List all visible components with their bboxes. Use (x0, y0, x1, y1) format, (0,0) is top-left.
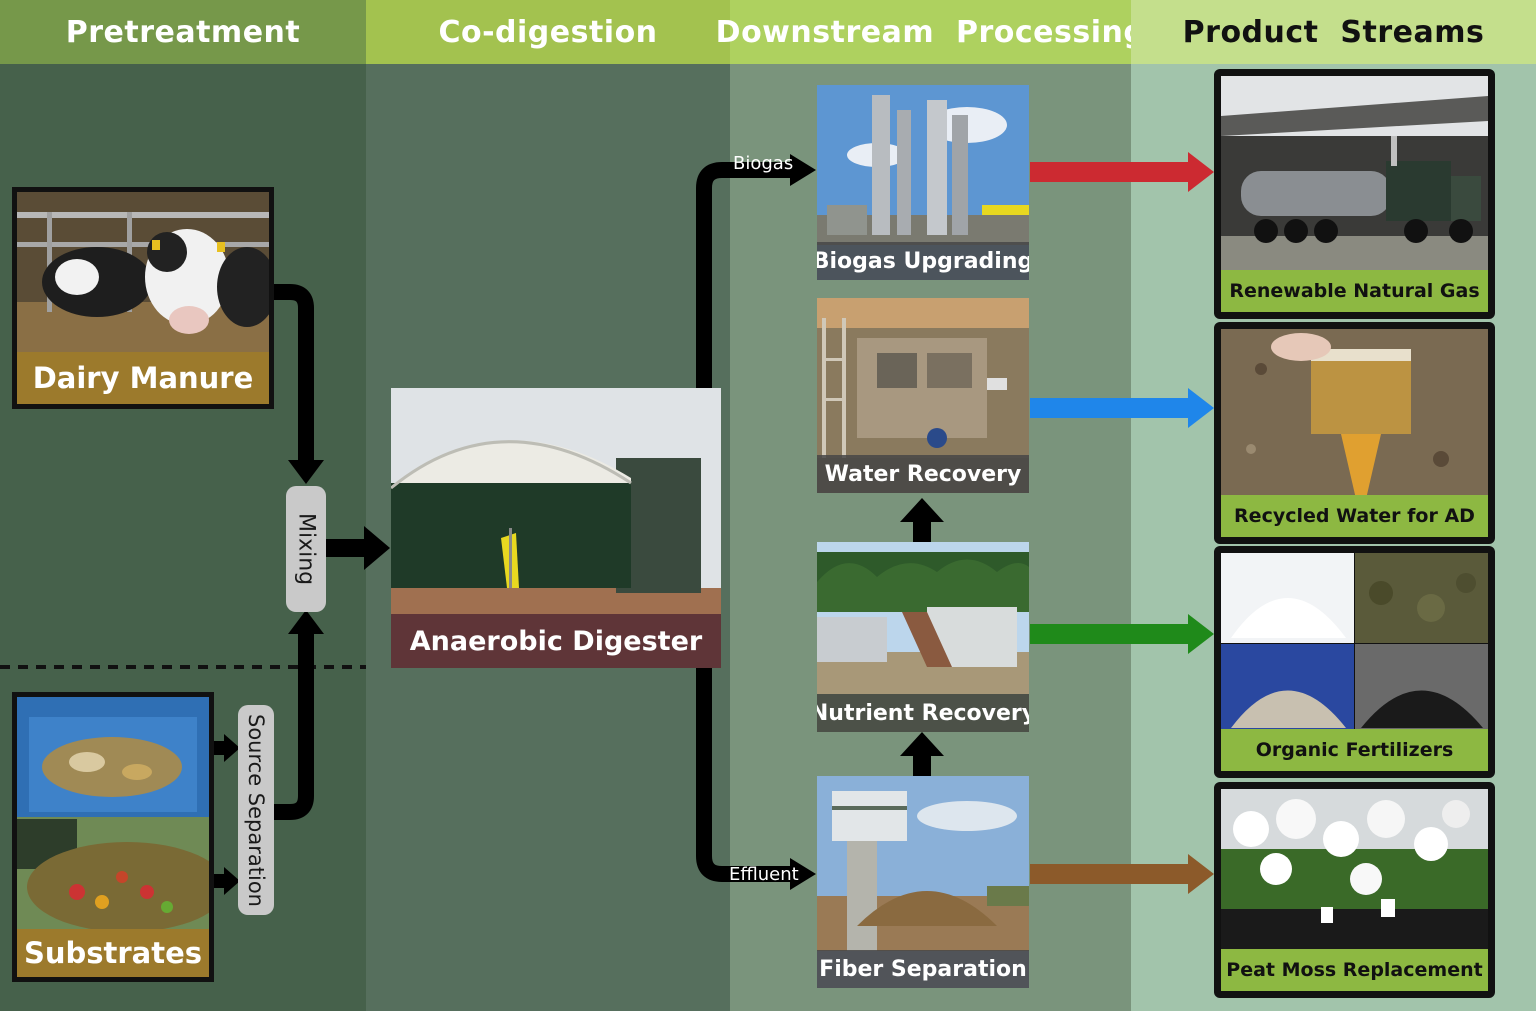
fertilizer-illustration (1221, 553, 1488, 733)
biogas-upgrading-card: Biogas Upgrading (817, 85, 1029, 280)
fertilizer-caption: Organic Fertilizers (1221, 729, 1488, 771)
source-separation-box: Source Separation (238, 705, 274, 915)
dairy-manure-card: Dairy Manure (12, 187, 274, 409)
dairy-manure-caption: Dairy Manure (17, 352, 269, 404)
fiber-separation-card: Fiber Separation (817, 776, 1029, 988)
digester-caption: Anaerobic Digester (391, 614, 721, 668)
peat-arrow-shaft (1030, 864, 1190, 884)
nutrient-recovery-card: Nutrient Recovery (817, 542, 1029, 732)
petunia-illustration (1221, 789, 1488, 951)
nutrient-recovery-illustration (817, 542, 1029, 694)
anaerobic-digester-card: Anaerobic Digester (391, 388, 721, 668)
biogas-upgrading-caption: Biogas Upgrading (817, 242, 1029, 280)
peat-product-inner: Peat Moss Replacement (1221, 789, 1488, 991)
fiber-separation-caption: Fiber Separation (817, 950, 1029, 988)
gas-truck-illustration (1221, 76, 1488, 276)
dairy-manure-label: Dairy Manure (32, 361, 254, 395)
water-product-inner: Recycled Water for AD (1221, 329, 1488, 537)
downstream-header: Downstream Processing (716, 0, 1145, 64)
water-recovery-label: Water Recovery (824, 461, 1022, 487)
water-product-caption: Recycled Water for AD (1221, 495, 1488, 537)
water-arrow-head (1188, 388, 1214, 428)
source-separation-label: Source Separation (244, 713, 268, 907)
downstream-title: Downstream Processing (715, 14, 1146, 50)
rng-label: Renewable Natural Gas (1229, 280, 1480, 302)
rng-arrow-head (1188, 152, 1214, 192)
upgrading-plant-illustration (817, 85, 1029, 245)
substrates-label: Substrates (23, 936, 203, 970)
nutrient-to-water-head (900, 498, 944, 522)
mixing-arrow-head (364, 526, 390, 570)
substrate-arrow-bottom-shaft (212, 874, 226, 888)
food-waste-illustration (17, 697, 209, 932)
water-product-card: Recycled Water for AD (1214, 322, 1495, 544)
effluent-connector (696, 668, 790, 882)
biogas-flow-text: Biogas (733, 153, 794, 174)
products-title: Product Streams (1182, 14, 1485, 50)
fertilizer-arrow-head (1188, 614, 1214, 654)
mixing-label: Mixing (293, 512, 319, 586)
peat-caption: Peat Moss Replacement (1221, 949, 1488, 991)
effluent-flow-label: Effluent (729, 864, 799, 885)
substrates-card: Substrates (12, 692, 214, 982)
peat-arrow-head (1188, 854, 1214, 894)
water-recovery-illustration (817, 298, 1029, 458)
products-header: Product Streams (1131, 0, 1536, 64)
biogas-upgrading-label: Biogas Upgrading (817, 248, 1029, 274)
effluent-arrowhead (790, 858, 816, 890)
rng-product-inner: Renewable Natural Gas (1221, 76, 1488, 312)
fertilizer-label: Organic Fertilizers (1255, 739, 1454, 761)
biogas-flow-label: Biogas (733, 153, 793, 174)
nutrient-recovery-caption: Nutrient Recovery (817, 694, 1029, 732)
pretreatment-title: Pretreatment (65, 14, 301, 50)
codigestion-title: Co-digestion (438, 14, 658, 50)
substrate-arrowhead (288, 610, 324, 634)
cow-illustration (17, 192, 269, 352)
biogas-arrowhead (790, 154, 816, 186)
pretreatment-header: Pretreatment (0, 0, 366, 64)
nutrient-to-water-shaft (913, 518, 931, 542)
peat-product-card: Peat Moss Replacement (1214, 782, 1495, 998)
fiber-separation-label: Fiber Separation (819, 956, 1027, 982)
codigestion-header: Co-digestion (366, 0, 730, 64)
nutrient-recovery-label: Nutrient Recovery (817, 700, 1029, 726)
mixing-arrow-shaft (326, 539, 366, 557)
fiber-separation-illustration (817, 776, 1029, 951)
water-product-label: Recycled Water for AD (1234, 505, 1475, 527)
fiber-to-nutrient-shaft (913, 752, 931, 776)
mixing-box: Mixing (286, 486, 326, 612)
rng-product-card: Renewable Natural Gas (1214, 69, 1495, 319)
water-pour-illustration (1221, 329, 1488, 499)
peat-label: Peat Moss Replacement (1226, 959, 1483, 981)
substrate-connector (274, 632, 314, 820)
manure-connector (272, 284, 314, 462)
effluent-flow-text: Effluent (729, 864, 799, 885)
fiber-to-nutrient-head (900, 732, 944, 756)
water-arrow-shaft (1030, 398, 1190, 418)
fertilizer-product-card: Organic Fertilizers (1214, 546, 1495, 778)
manure-arrowhead (288, 460, 324, 484)
rng-caption: Renewable Natural Gas (1221, 270, 1488, 312)
biogas-connector (696, 162, 790, 388)
rng-arrow-shaft (1030, 162, 1190, 182)
digester-illustration (391, 388, 721, 614)
substrates-caption: Substrates (17, 929, 209, 977)
substrate-arrow-bottom-head (224, 867, 240, 895)
substrate-arrow-top-head (224, 734, 240, 762)
fertilizer-product-inner: Organic Fertilizers (1221, 553, 1488, 771)
water-recovery-card: Water Recovery (817, 298, 1029, 493)
substrate-arrow-top-shaft (212, 741, 226, 755)
fertilizer-arrow-shaft (1030, 624, 1190, 644)
digester-label: Anaerobic Digester (409, 625, 703, 657)
water-recovery-caption: Water Recovery (817, 455, 1029, 493)
